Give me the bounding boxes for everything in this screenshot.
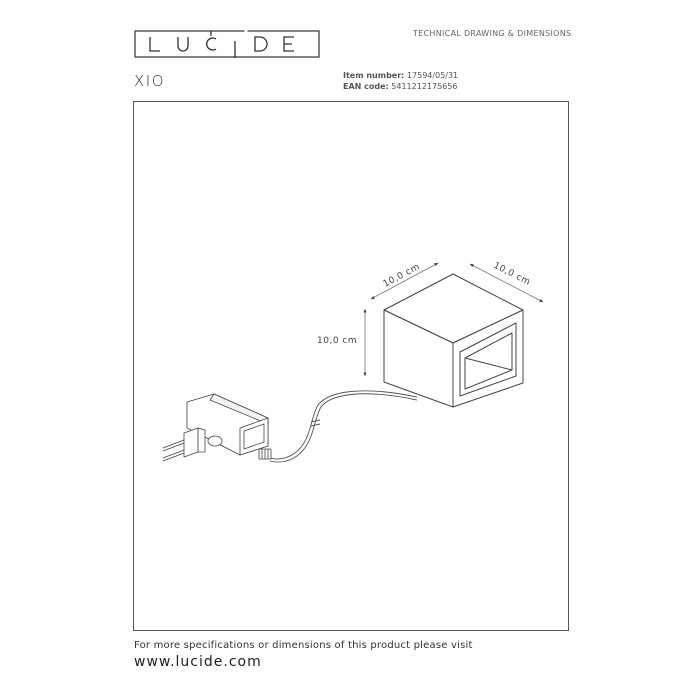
website-link[interactable]: www.lucide.com (134, 654, 262, 670)
dimension-width-arrow-icon (370, 262, 439, 300)
ean-row: EAN code: 5411212175656 (343, 81, 458, 92)
product-name: XIO (134, 72, 166, 90)
power-cable-icon (269, 390, 418, 463)
cube-lamp-icon (383, 273, 524, 408)
lucide-logo (134, 28, 320, 60)
product-meta: Item number: 17594/05/31 EAN code: 54112… (343, 70, 458, 92)
brand-logo-icon (134, 30, 320, 58)
dimension-depth-arrow-icon (469, 263, 544, 303)
item-number-row: Item number: 17594/05/31 (343, 70, 458, 81)
depth-dimension-label: 10,0 cm (492, 261, 532, 288)
drawing-frame (133, 101, 569, 631)
width-dimension-label: 10,0 cm (382, 262, 422, 290)
ean-value: 5411212175656 (391, 82, 458, 91)
ean-label: EAN code: (343, 82, 389, 91)
item-number-value: 17594/05/31 (406, 71, 459, 80)
item-number-label: Item number: (343, 71, 405, 80)
footer-note: For more specifications or dimensions of… (134, 640, 473, 651)
document-title: TECHNICAL DRAWING & DIMENSIONS (413, 29, 572, 38)
power-adapter-icon (162, 393, 272, 462)
height-dimension-label: 10,0 cm (317, 336, 357, 346)
